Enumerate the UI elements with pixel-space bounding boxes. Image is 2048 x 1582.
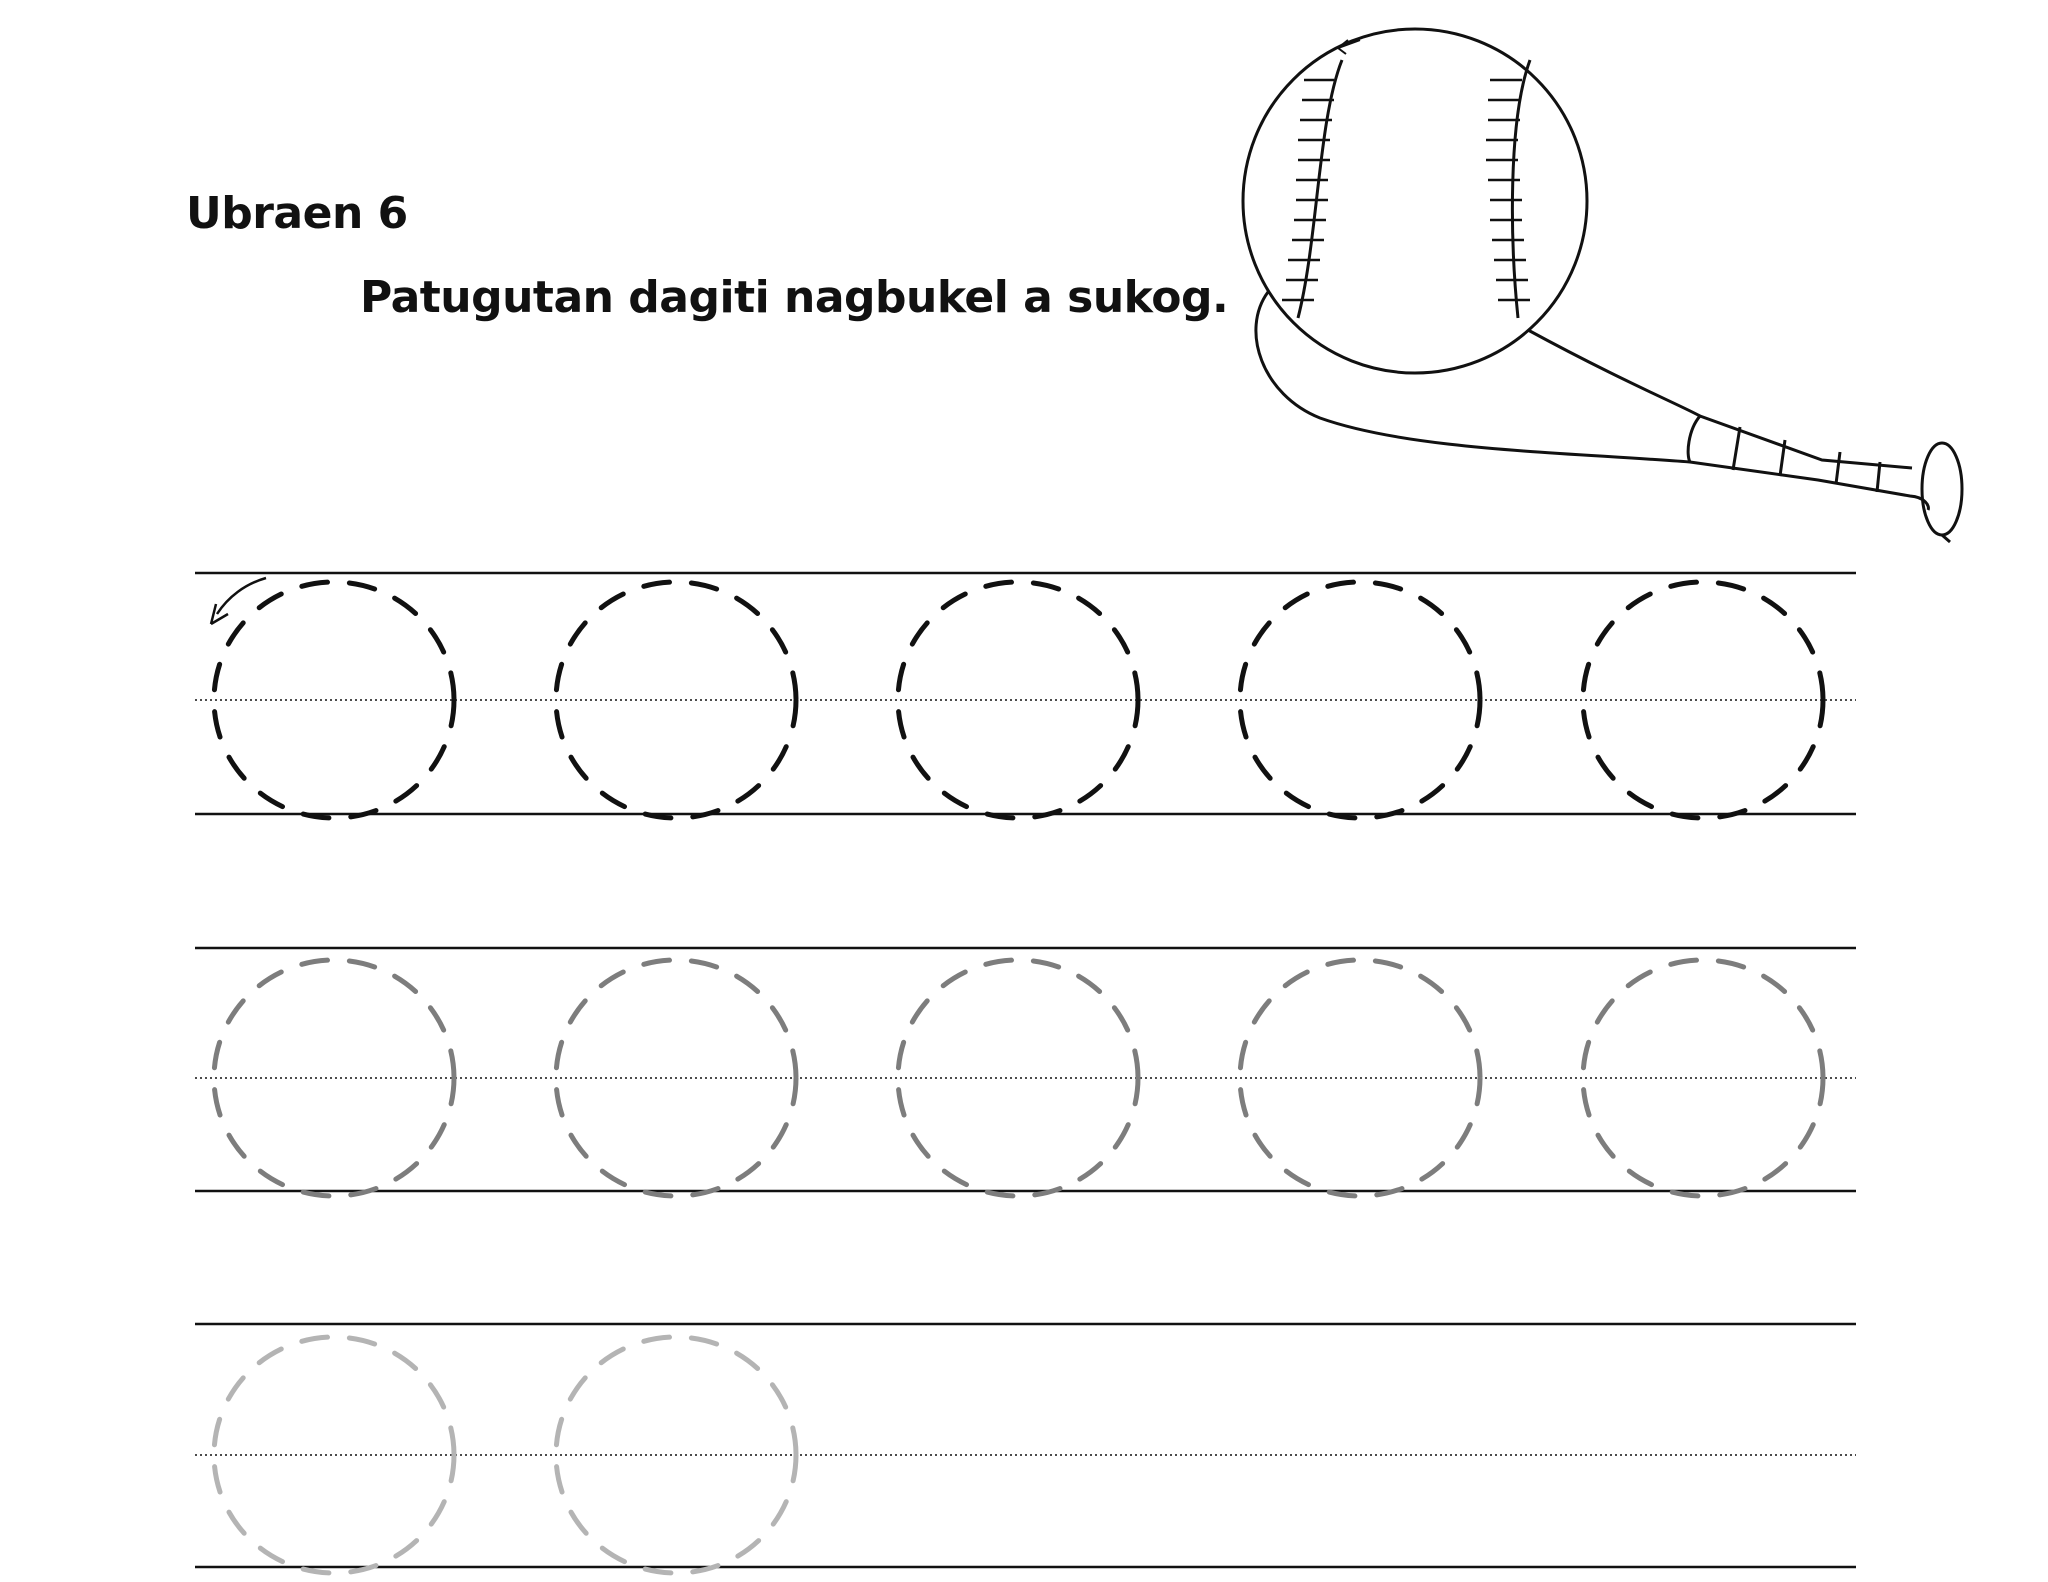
tracing-circle-row-2 [1580,957,1826,1199]
tracing-circle-row-3 [553,1334,799,1576]
tracing-circles [211,579,1826,1576]
bat-upper-edge [1527,328,1913,470]
baseball-and-bat-icon [1241,27,1964,544]
tracing-circle-row-2 [1237,957,1483,1199]
start-direction-arrow-icon [209,576,267,626]
worksheet-instruction: Patugutan dagiti nagbukel a sukog. [360,272,1229,323]
bat-barrel [1254,291,1930,511]
seam-arrow [1337,39,1361,55]
tracing-circle-row-3 [211,1334,457,1576]
tracing-circle-row-1 [553,579,799,821]
tracing-circle-row-2 [553,957,799,1199]
tracing-circle-row-1 [1237,579,1483,821]
tracing-circle-row-2 [895,957,1141,1199]
practice-row-3-guides [195,1322,1856,1569]
baseball-right-seam [1510,59,1532,319]
tracing-circle-row-1 [211,579,457,821]
baseball-left-seam [1296,59,1344,319]
bat-grip [1686,415,1882,493]
baseball [1241,27,1589,375]
baseball-stitches [1282,78,1530,302]
practice-row-2-guides [195,946,1856,1193]
tracing-circle-row-1 [895,579,1141,821]
tracing-circle-row-1 [1580,579,1826,821]
bat-knob [1920,441,1964,537]
worksheet-title: Ubraen 6 [186,188,408,239]
tracing-circle-row-2 [211,957,457,1199]
practice-row-1-guides [195,571,1856,816]
